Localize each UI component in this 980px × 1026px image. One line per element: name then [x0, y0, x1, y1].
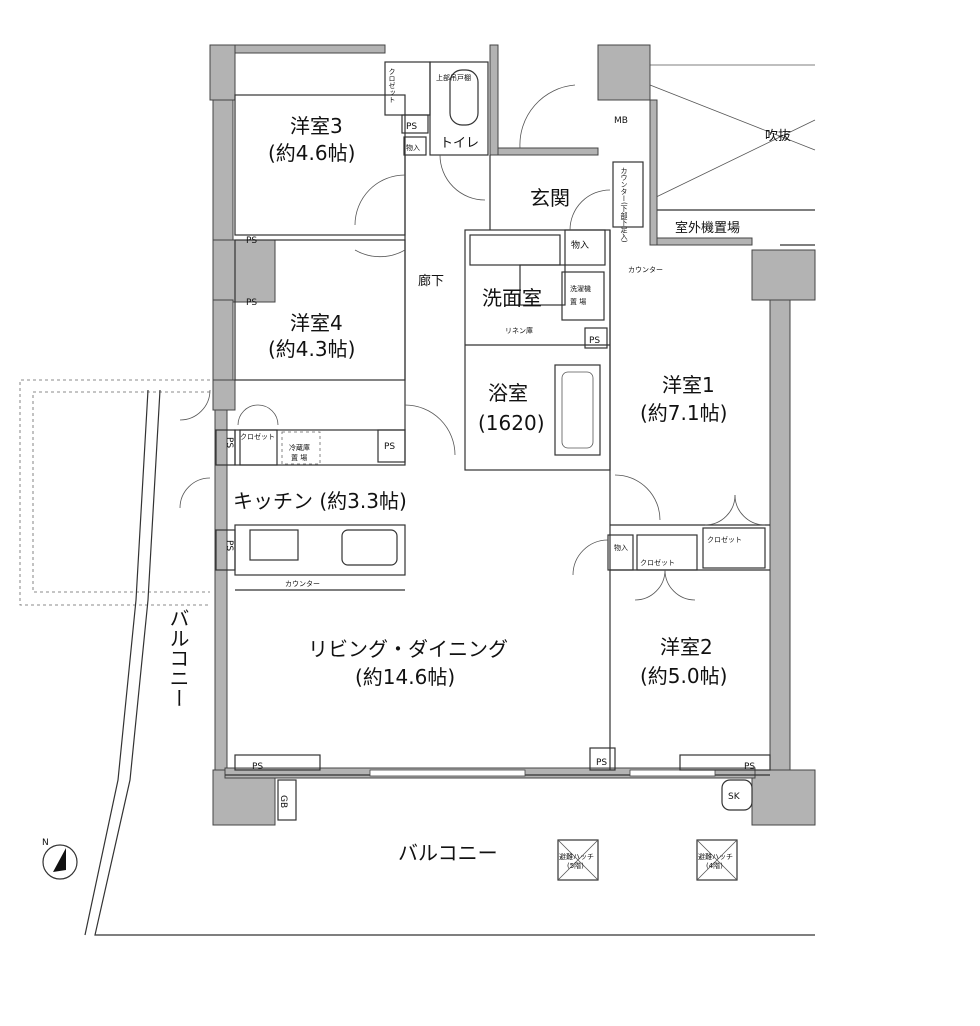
room-balcony-side: バルコニー [166, 608, 190, 708]
room-entrance: 玄関 [530, 186, 570, 210]
ps-label: PS [744, 762, 755, 772]
doors [179, 84, 766, 601]
upper-shelf-label: 上部吊戸棚 [436, 73, 471, 82]
kitchen-counter-label: カウンター [285, 579, 320, 588]
evacuation-hatches [557, 839, 738, 881]
storage-label: 物入 [614, 543, 628, 552]
closet-label: クロゼット [388, 68, 396, 103]
ps-label: PS [384, 442, 395, 452]
partitions [215, 61, 771, 821]
room-western3-size: (約4.6帖) [268, 141, 355, 165]
entrance-counter-label: カウンター(下部下足入) [620, 167, 628, 243]
room-washroom: 洗面室 [482, 286, 542, 310]
room-western2-size: (約5.0帖) [640, 664, 727, 688]
room-toilet: トイレ [440, 136, 479, 151]
north-arrow-icon: N [42, 838, 78, 880]
room-western1-name: 洋室1 [662, 373, 715, 397]
room-western4-name: 洋室4 [290, 311, 343, 335]
ps-label: PS [246, 298, 257, 308]
room-bath-name: 浴室 [488, 381, 528, 405]
room-kitchen: キッチン (約3.3帖) [233, 489, 407, 513]
room-void: 吹抜 [765, 128, 791, 144]
ps-label: PS [406, 122, 417, 132]
svg-text:N: N [42, 838, 49, 848]
room-bath-size: (1620) [478, 411, 545, 435]
room-western1-size: (約7.1帖) [640, 401, 727, 425]
storage-label: 物入 [406, 143, 420, 152]
storage-entrance-label: 物入 [571, 239, 589, 251]
fridge-label-1: 冷蔵庫 [289, 443, 310, 452]
ps-label: PS [252, 762, 263, 772]
room-balcony: バルコニー [398, 841, 498, 865]
void-area [649, 64, 816, 246]
ps-label: PS [596, 758, 607, 768]
counter-label: カウンター [628, 265, 663, 274]
ps-label: PS [224, 540, 234, 551]
side-balcony-outline [19, 379, 815, 936]
ps-label: PS [224, 437, 234, 448]
mb-label: MB [614, 116, 628, 126]
hatch-4-label: 避難ハッチ [698, 852, 733, 861]
ps-label: PS [589, 336, 600, 346]
room-hallway: 廊下 [418, 273, 444, 289]
room-living-name: リビング・ダイニング [308, 637, 508, 661]
hatch-4-floor: (4階) [706, 861, 723, 870]
hatch-5-label: 避難ハッチ [559, 852, 594, 861]
closet-label: クロゼット [640, 558, 675, 567]
room-outdoor-unit: 室外機置場 [675, 220, 740, 236]
linen-label: リネン庫 [505, 326, 533, 335]
room-living-size: (約14.6帖) [355, 665, 455, 689]
fridge-label-2: 置 場 [291, 453, 307, 462]
ps-label: PS [246, 236, 257, 246]
closet-label: クロゼット [240, 432, 275, 441]
gb-label: GB [278, 795, 288, 808]
washer-label-1: 洗濯機 [570, 284, 591, 293]
washer-label-2: 置 場 [570, 297, 586, 306]
room-western3-name: 洋室3 [290, 114, 343, 138]
room-western4-size: (約4.3帖) [268, 337, 355, 361]
hatch-5-floor: (5階) [567, 861, 584, 870]
closet-label: クロゼット [707, 535, 742, 544]
sk-label: SK [728, 792, 741, 802]
room-western2-name: 洋室2 [660, 635, 713, 659]
walls [209, 44, 816, 826]
